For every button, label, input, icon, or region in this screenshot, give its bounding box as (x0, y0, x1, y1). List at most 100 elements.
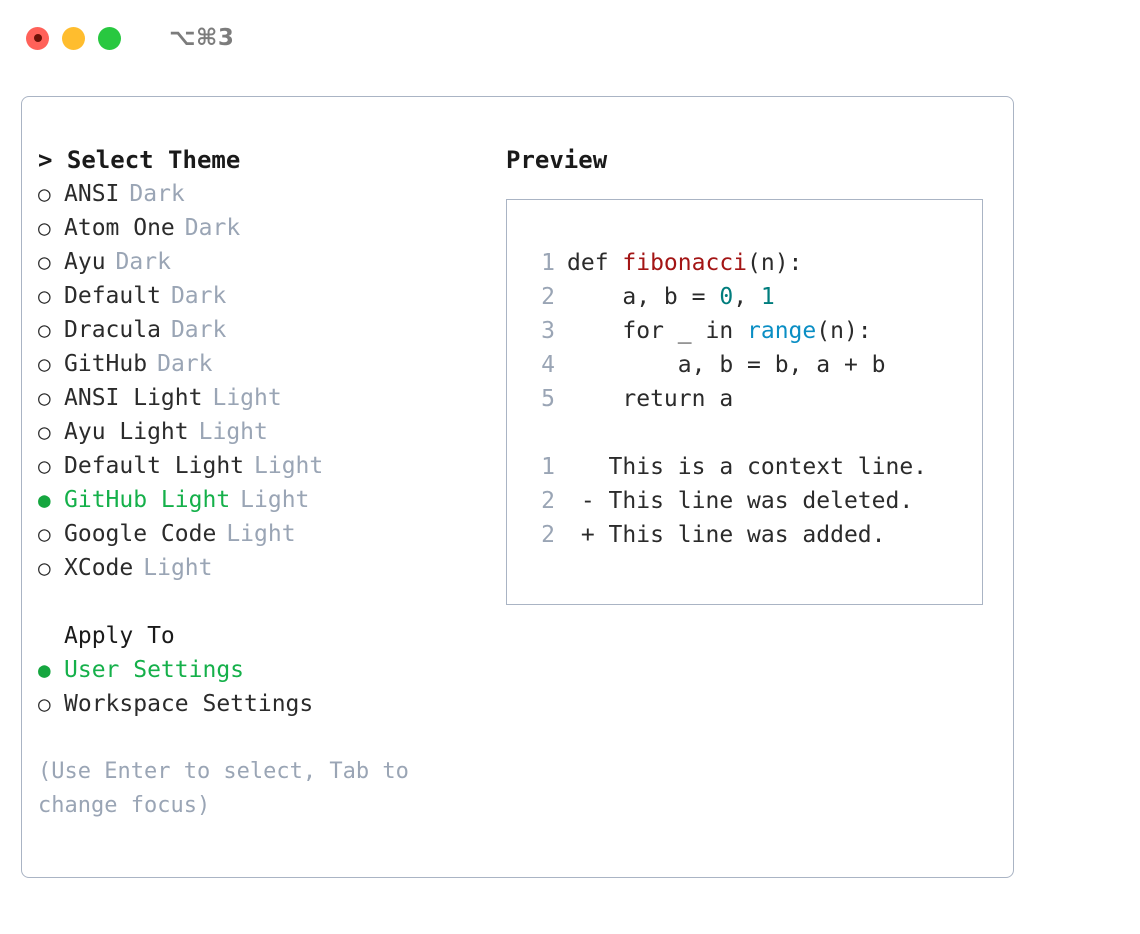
code-token: 0 (719, 284, 734, 310)
radio-unselected-icon: ○ (38, 420, 51, 444)
code-line: 1 def fibonacci(n): (529, 246, 982, 280)
code-text: for _ in range(n): (567, 314, 872, 348)
traffic-lights (26, 26, 121, 50)
line-number: 2 (541, 522, 555, 548)
code-token: (n): (747, 250, 803, 276)
line-number: 2 (541, 284, 555, 310)
title-bar: ⌥⌘3 (0, 0, 1140, 76)
code-token: , (733, 284, 761, 310)
line-number: 3 (541, 318, 555, 344)
theme-option-label: ANSI (64, 181, 120, 207)
code-token: return a (567, 386, 734, 412)
apply-to-option-list[interactable]: ● User Settings ○Workspace Settings (38, 653, 492, 721)
line-number: 5 (541, 386, 555, 412)
theme-option-tag: Light (143, 555, 213, 581)
theme-option-dracula[interactable]: ○ Dracula Dark (38, 313, 492, 347)
theme-option-label: GitHub Light (64, 487, 231, 513)
theme-option-tag: Dark (129, 181, 185, 207)
theme-option-tag: Dark (170, 283, 227, 309)
line-number: 2 (541, 488, 555, 514)
theme-option-label: Ayu Light (64, 419, 189, 445)
apply-to-option-label: User Settings (64, 657, 245, 683)
code-token: def (567, 250, 623, 276)
code-token: for _ in (567, 318, 748, 344)
theme-option-ansi[interactable]: ○ ANSI Dark (38, 177, 492, 211)
theme-option-label: Atom One (64, 215, 175, 241)
select-theme-heading-label: Select Theme (66, 146, 241, 174)
close-window-button[interactable] (26, 26, 49, 50)
maximize-window-button[interactable] (98, 26, 121, 50)
theme-option-default[interactable]: ○ Default Dark (38, 279, 492, 313)
code-token: (n): (816, 318, 872, 344)
theme-option-label: Ayu (64, 249, 106, 275)
minimize-window-button[interactable] (62, 26, 85, 50)
select-theme-heading: > Select Theme (38, 143, 492, 177)
code-line: 5 return a (529, 382, 982, 416)
theme-option-tag: Light (240, 487, 310, 513)
diff-text: This is a context line. (567, 454, 928, 480)
keyboard-hint-text: (Use Enter to select, Tab to change focu… (38, 759, 409, 818)
apply-to-option-label: Workspace Settings (64, 691, 314, 717)
diff-line: 2 + This line was added. (529, 518, 982, 552)
theme-option-tag: Dark (184, 215, 241, 241)
theme-option-tag: Dark (170, 317, 227, 343)
theme-option-google-code[interactable]: ○ Google Code Light (38, 517, 492, 551)
code-token: a, b = (567, 284, 720, 310)
theme-option-label: Dracula (64, 317, 161, 343)
theme-option-tag: Light (226, 521, 296, 547)
apply-to-option-user-settings[interactable]: ● User Settings (38, 653, 492, 687)
diff-sample: 1 This is a context line.2 - This line w… (529, 450, 982, 552)
code-token: a, b = b, a + b (567, 352, 886, 378)
radio-unselected-icon: ○ (38, 216, 51, 240)
radio-unselected-icon: ○ (38, 318, 51, 342)
code-diff-separator (529, 416, 982, 450)
line-number: 1 (541, 250, 555, 276)
diff-line: 2 - This line was deleted. (529, 484, 982, 518)
theme-option-label: Google Code (64, 521, 217, 547)
preview-heading: Preview (506, 146, 608, 174)
radio-unselected-icon: ○ (38, 352, 51, 376)
line-number: 4 (541, 352, 555, 378)
radio-selected-icon: ● (38, 658, 51, 682)
radio-unselected-icon: ○ (38, 556, 51, 580)
radio-unselected-icon: ○ (38, 250, 51, 274)
code-text: a, b = 0, 1 (567, 280, 774, 314)
code-text: a, b = b, a + b (567, 348, 886, 382)
code-text: return a (567, 382, 733, 416)
theme-option-atom-one[interactable]: ○ Atom One Dark (38, 211, 492, 245)
radio-unselected-icon: ○ (38, 454, 51, 478)
theme-option-xcode[interactable]: ○ XCode Light (38, 551, 492, 585)
list-spacer (38, 585, 492, 619)
radio-selected-icon: ● (38, 488, 51, 512)
theme-option-label: XCode (64, 555, 134, 581)
theme-option-github-light[interactable]: ● GitHub Light Light (38, 483, 492, 517)
keyboard-shortcut-label: ⌥⌘3 (169, 25, 235, 51)
theme-option-label: GitHub (64, 351, 148, 377)
code-token: fibonacci (622, 250, 748, 276)
theme-option-tag: Light (254, 453, 324, 479)
apply-to-option-workspace-settings[interactable]: ○Workspace Settings (38, 687, 492, 721)
theme-option-tag: Dark (157, 351, 213, 377)
theme-option-tag: Light (212, 385, 282, 411)
apply-to-heading: Apply To (64, 623, 175, 649)
theme-option-label: Default (64, 283, 161, 309)
diff-text: + This line was added. (567, 522, 886, 548)
radio-unselected-icon: ○ (38, 522, 51, 546)
theme-option-github[interactable]: ○ GitHub Dark (38, 347, 492, 381)
line-number: 1 (541, 454, 555, 480)
theme-option-label: ANSI Light (64, 385, 203, 411)
diff-line: 1 This is a context line. (529, 450, 982, 484)
radio-unselected-icon: ○ (38, 284, 51, 308)
code-line: 2 a, b = 0, 1 (529, 280, 982, 314)
code-line: 3 for _ in range(n): (529, 314, 982, 348)
radio-unselected-icon: ○ (38, 182, 51, 206)
